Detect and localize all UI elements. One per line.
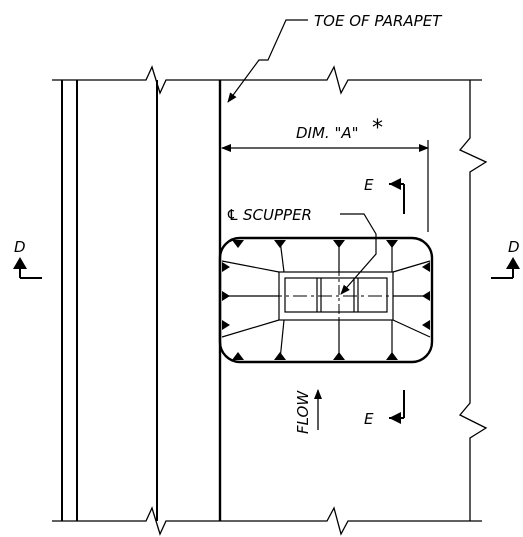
scupper-stiffeners	[221, 239, 431, 361]
right-break-line	[458, 80, 488, 521]
top-break-line	[52, 65, 482, 95]
scupper-outline	[218, 236, 434, 364]
toe-of-parapet-leader	[227, 19, 308, 103]
dim-a-label: DIM. "A"	[296, 124, 359, 142]
scupper-label: SCUPPER	[243, 206, 312, 224]
section-e-bottom-label: E	[364, 410, 374, 428]
scupper-leader	[340, 213, 377, 295]
section-e-top-label: E	[364, 176, 374, 194]
section-cut-d-left	[13, 257, 42, 279]
section-cut-e-top	[389, 178, 405, 214]
scupper-centerline	[268, 266, 420, 322]
section-d-right-label: D	[508, 238, 520, 256]
toe-of-parapet-label: TOE OF PARAPET	[314, 12, 443, 30]
section-cut-d-right	[491, 257, 520, 279]
flow-label: FLOW	[294, 390, 312, 434]
dim-a-dimension	[221, 140, 429, 232]
section-d-left-label: D	[14, 238, 26, 256]
scupper-centerline-symbol: ℄	[226, 206, 239, 224]
parapet-lines	[61, 80, 222, 521]
bottom-break-line	[52, 506, 482, 536]
dim-a-note-symbol: *	[372, 116, 383, 141]
section-cut-e-bottom	[389, 390, 405, 424]
weld-symbols	[222, 240, 430, 360]
